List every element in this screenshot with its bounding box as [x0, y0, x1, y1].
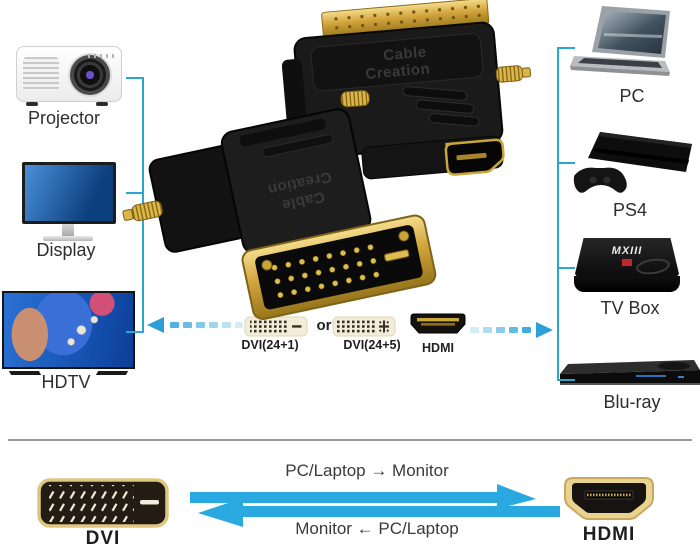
left-dashed-arrow	[147, 317, 243, 333]
laptop-keyboard	[578, 58, 662, 68]
laptop-screen-horizon	[604, 33, 662, 38]
bluray-label: Blu-ray	[603, 392, 661, 412]
pc-label: PC	[619, 86, 645, 106]
right-devices-bracket	[557, 47, 575, 381]
thumbscrew	[495, 65, 524, 83]
dvi-bottom-icon	[36, 477, 170, 529]
hdmi-bottom-icon	[563, 474, 655, 524]
display-image	[22, 162, 116, 246]
tvbox-front-face	[574, 276, 680, 292]
ps4-console-groove	[594, 148, 689, 164]
tvbox-label: TV Box	[600, 298, 660, 318]
ps4-controller	[573, 167, 627, 193]
thumbscrew	[131, 200, 163, 222]
svg-text:Cable: Cable	[280, 188, 326, 214]
reverse-direction-text: Monitor ← PC/Laptop	[295, 519, 459, 538]
projector-buttons	[88, 54, 114, 58]
right-dashed-arrow	[470, 322, 553, 338]
dvi-bottom-label: DVI	[85, 528, 121, 549]
projector-foot	[96, 102, 108, 106]
ps4-label: PS4	[612, 200, 648, 220]
bluray-led	[678, 376, 684, 378]
bluray-front	[560, 370, 700, 384]
laptop-front-edge	[570, 66, 670, 76]
hdmi-female-port	[444, 138, 505, 176]
dvi-blade-pin	[384, 249, 410, 262]
bluray-blue-strip	[636, 375, 666, 377]
bluray-disc-area	[658, 362, 690, 370]
ps4-stick	[603, 176, 611, 184]
dvi-24-5-label: DVI(24+5)	[343, 338, 401, 352]
pc-image	[570, 6, 674, 86]
projector-vent	[23, 57, 59, 91]
display-base	[43, 236, 93, 241]
forward-direction-text: PC/Laptop → Monitor	[285, 461, 449, 480]
hdmi-mid-icon	[408, 312, 468, 338]
bluray-base-edge	[560, 383, 700, 385]
hdtv-label: HDTV	[41, 372, 91, 392]
adapter-front-image: Cable Creation	[122, 90, 437, 320]
tvbox-top-face	[574, 238, 680, 278]
projector-label: Projector	[27, 108, 101, 128]
tvbox-logo: MXIII	[611, 245, 643, 257]
tvbox-image: MXIII	[574, 238, 680, 294]
dvi-male-plate	[241, 214, 437, 320]
projector-foot	[26, 102, 38, 106]
thumbscrew	[286, 121, 308, 142]
laptop-screen	[598, 11, 666, 54]
svg-text:Creation: Creation	[266, 168, 333, 198]
ps4-image	[566, 124, 696, 202]
hdmi-bottom-label: HDMI	[582, 524, 636, 545]
ps4-stick	[589, 176, 597, 184]
hdtv-screen	[2, 291, 135, 369]
dvi-24-1-icon	[244, 316, 308, 337]
brand-text-front: Cable Creation	[266, 168, 333, 214]
dvi-24-1-label: DVI(24+1)	[241, 338, 299, 352]
projector-lens	[68, 53, 112, 97]
ps4-console-top	[599, 132, 692, 148]
brand-text-top: Cable Creation	[363, 43, 433, 83]
thumbscrew	[340, 90, 370, 108]
dvi-edge-pin-holes	[325, 2, 485, 35]
hdmi-mid-label: HDMI	[422, 341, 454, 355]
display-label: Display	[36, 240, 96, 260]
display-stand	[62, 224, 74, 236]
hdtv-image	[2, 291, 135, 375]
display-screen	[22, 162, 116, 224]
adapter-top-image: Cable Creation	[281, 0, 532, 180]
or-text: or	[316, 317, 332, 334]
bluray-image	[558, 358, 700, 392]
dvi-pins	[271, 244, 380, 298]
tvbox-red-badge	[622, 259, 632, 266]
forward-arrow	[190, 484, 536, 509]
projector-image	[16, 46, 122, 106]
